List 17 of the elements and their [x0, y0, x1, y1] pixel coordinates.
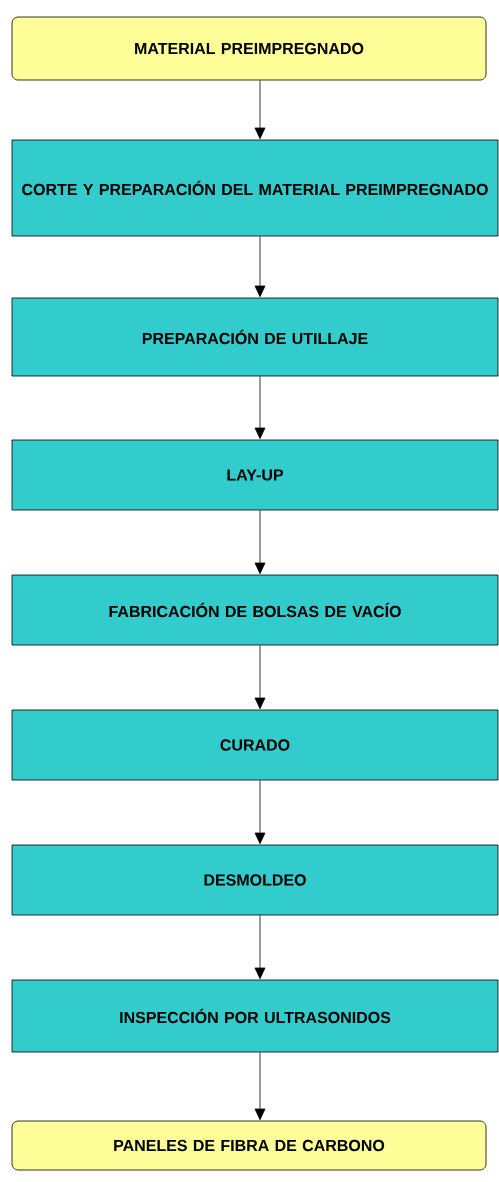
process-box: FABRICACIÓN DE BOLSAS DE VACÍO — [11, 574, 499, 646]
process-box: CORTE Y PREPARACIÓN DEL MATERIAL PREIMPREGNADO — [11, 139, 499, 237]
process-box: PREPARACIÓN DE UTILLAJE — [11, 297, 499, 377]
arrow — [254, 645, 266, 710]
process-box: INSPECCIÓN POR ULTRASONIDOS — [11, 979, 499, 1053]
process-box: LAY-UP — [11, 439, 499, 511]
arrow — [254, 915, 266, 980]
start-end-box: MATERIAL PREIMPREGNADO — [11, 16, 487, 81]
process-box: DESMOLDEO — [11, 844, 499, 916]
process-box: CURADO — [11, 709, 499, 781]
arrow — [254, 376, 266, 440]
start-end-box: PANELES DE FIBRA DE CARBONO — [11, 1120, 487, 1171]
arrow — [254, 510, 266, 575]
arrow — [254, 1052, 266, 1121]
arrow — [254, 80, 266, 140]
arrow — [254, 236, 266, 298]
arrow — [254, 780, 266, 845]
